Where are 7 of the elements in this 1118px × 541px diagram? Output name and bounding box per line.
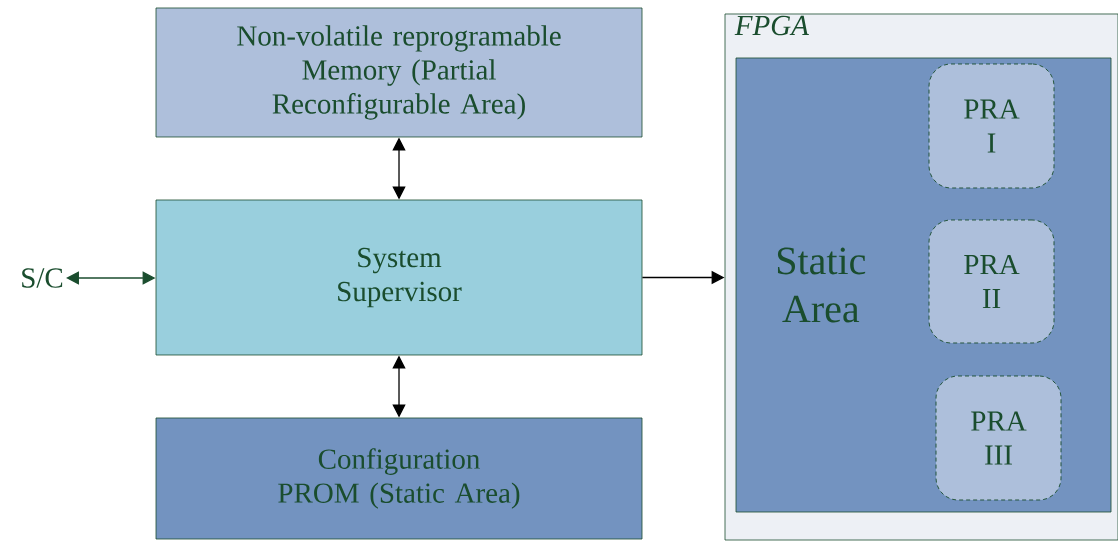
memory-box: Configuration PROM (Static Area) [155,417,643,540]
memory-box: Non-volatile reprogramable Memory (Partial Reconfigurable Area) [155,7,643,138]
process-box: System Supervisor [155,199,643,356]
interface-label: S/C [22,268,63,288]
region-box: PRA III [935,375,1062,501]
region-box: PRA II [928,219,1055,344]
region-box: PRA I [928,63,1055,189]
